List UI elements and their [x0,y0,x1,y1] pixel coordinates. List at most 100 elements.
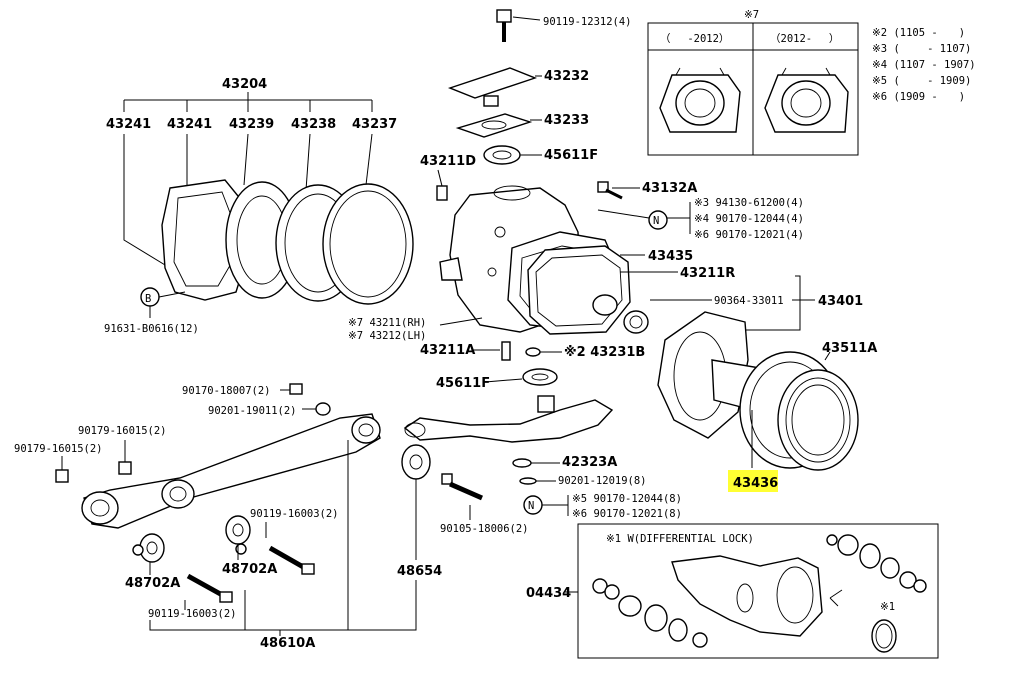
bearing-90364 [623,310,649,334]
ring-43237 [322,183,414,305]
legend-note-5: ※5 ( - 1909) [872,75,971,87]
label-43212-lh: ※7 43212(LH) [348,330,426,342]
bushing-43211r [592,294,618,316]
kingpin-cap-group: 90119-12312(4) 43232 43233 45611F 43211D… [420,9,804,241]
washer-42323a [512,458,532,468]
diff-lock-box: 04434 ※1 W(DIFFERENTIAL LOCK) ※1 [526,523,939,659]
bolt-43132a [597,181,609,193]
legend-note-3: ※3 ( - 1107) [872,43,971,55]
stud-43211d [436,185,448,201]
highlight-43436 [728,470,778,492]
spindle-group: 43511A 43436 [657,311,877,492]
inset-note7: ※7 （ -2012） （2012- ） [647,9,859,156]
steering-knuckle: 43435 43211R 90364-33011 43401 ※7 43211(… [348,185,863,391]
label-note4: ※4 90170-12044(4) [694,213,804,225]
label-04434: 04434 [526,586,571,601]
label-48654: 48654 [397,564,442,579]
label-star1: ※1 [880,601,895,613]
circle-b-label: B [145,293,151,305]
nut-90179-b [55,469,69,483]
label-note6-lower: ※6 90170-12021(8) [572,508,682,520]
diff-lock-frame [577,523,939,659]
label-43231b: ※2 43231B [564,345,645,360]
circle-n-label-top: N [653,215,659,227]
label-42323a: 42323A [562,455,617,470]
inset-col2-label: （2012- ） [770,33,839,45]
bushing-48702a-b [225,515,251,545]
label-note6: ※6 90170-12021(4) [694,229,804,241]
circle-n-label-lower: N [528,500,534,512]
label-91631: 91631-B0616(12) [104,323,199,335]
nut-90170-18007 [289,383,303,395]
label-43211-rh: ※7 43211(RH) [348,317,426,329]
label-43238: 43238 [291,117,336,132]
shim-43233 [455,113,533,138]
stud-43211a [501,341,511,361]
spindle-flange-43401 [657,311,749,439]
label-note5-lower: ※5 90170-12044(8) [572,493,682,505]
gasket-43435 [527,245,631,335]
label-43233: 43233 [544,113,589,128]
label-43401: 43401 [818,294,863,309]
label-43511a: 43511A [822,341,877,356]
label-43239: 43239 [229,117,274,132]
seal-45611f-bottom [522,368,558,386]
label-43204: 43204 [222,77,267,92]
label-43241-a: 43241 [106,117,151,132]
inset-note7-title: ※7 [744,9,759,21]
steering-arm-group: 42323A 90201-12019(8) N ※5 90170-12044(8… [403,395,682,535]
washer-90201-12019 [519,477,537,485]
washer-43231b [525,347,541,357]
housing-sketch-old [659,67,741,133]
label-43436: 43436 [733,476,778,491]
cap-43232 [447,67,538,99]
label-43232: 43232 [544,69,589,84]
bolt-90105 [441,473,453,485]
label-48610a: 48610A [260,636,315,651]
legend-note-2: ※2 (1105 - ) [872,27,965,39]
label-90201-12019: 90201-12019(8) [558,475,647,487]
housing-sketch-new [764,67,849,133]
bushing-48654 [401,444,431,480]
bushing-48702a-a [139,533,165,563]
washer-90201-19011 [315,402,331,416]
ring-set-group: 43204 43241 43241 43239 43238 43237 B [104,77,414,335]
label-90105: 90105-18006(2) [440,523,529,535]
label-45611f-bottom: 45611F [436,376,490,391]
label-43241-b: 43241 [167,117,212,132]
label-note3: ※3 94130-61200(4) [694,197,804,209]
bolt-90119-12312 [496,9,512,23]
label-90170-18007: 90170-18007(2) [182,385,271,397]
link-arm-group: 90170-18007(2) 90201-19011(2) 90179-1601… [14,383,442,651]
bolt-90119-16003-a [219,591,233,603]
label-90179-16015-b: 90179-16015(2) [14,443,103,455]
label-43211r: 43211R [680,266,735,281]
label-43132a: 43132A [642,181,697,196]
label-45611f-top: 45611F [544,148,598,163]
label-diff-lock: ※1 W(DIFFERENTIAL LOCK) [606,533,754,545]
label-48702a-a: 48702A [125,576,180,591]
label-90201-19011: 90201-19011(2) [208,405,297,417]
legend-note-6: ※6 (1909 - ) [872,91,965,103]
label-43211a: 43211A [420,343,475,358]
bolt-90119-16003-b [301,563,315,575]
label-90119-16003-b: 90119-16003(2) [250,508,339,520]
label-90179-16015-a: 90179-16015(2) [78,425,167,437]
label-90119-16003-a: 90119-16003(2) [148,608,237,620]
nut-n-circle [648,210,668,230]
label-43237: 43237 [352,117,397,132]
label-43435: 43435 [648,249,693,264]
link-arm-48610a [83,413,381,529]
label-90119-12312: 90119-12312(4) [543,16,632,28]
label-90364: 90364-33011 [714,295,784,307]
legend-note-4: ※4 (1107 - 1907) [872,59,976,71]
seal-45611f-top [483,145,521,165]
label-43211d: 43211D [420,154,476,169]
diff-carrier-sketch [671,555,823,637]
inset-col1-label: （ -2012） [660,33,729,45]
seal-plate-43241 [161,179,247,301]
legend-notes: ※2 (1105 - ) ※3 ( - 1107) ※4 (1107 - 190… [872,27,976,103]
label-48702a-b: 48702A [222,562,277,577]
